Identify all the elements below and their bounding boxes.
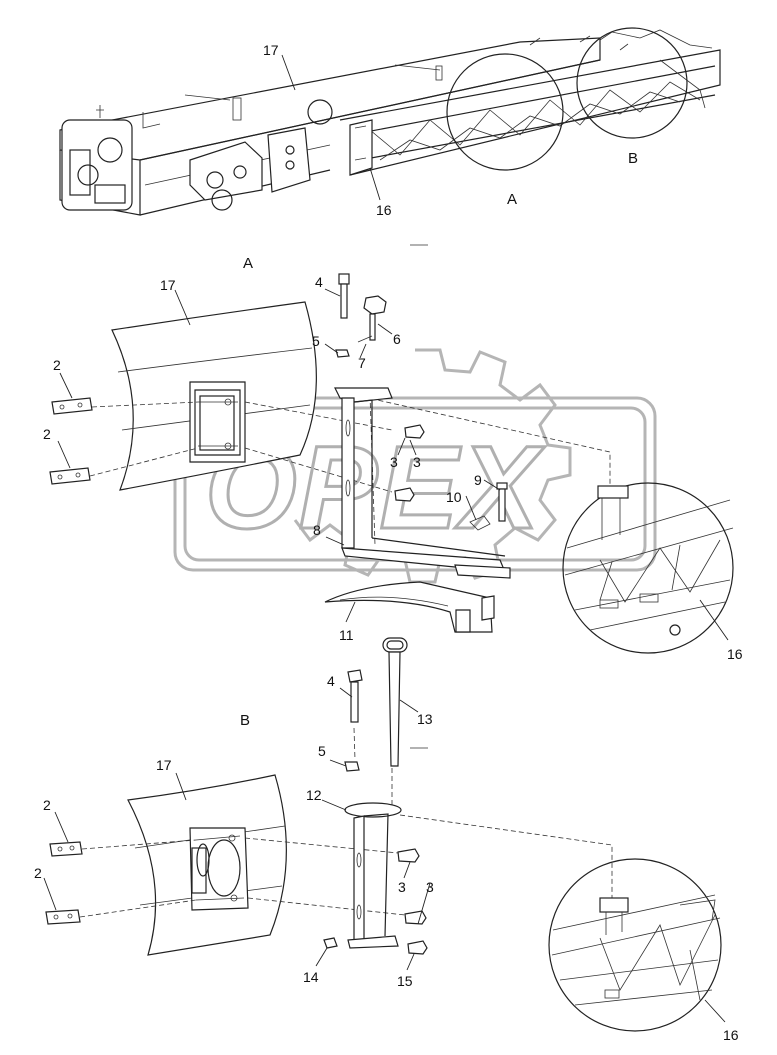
detail-circle-b: [576, 27, 688, 139]
callout-b-3-right: 3: [426, 879, 434, 895]
callout-17-overview: 17: [263, 42, 279, 58]
detail-b-callouts: 4 13 17 5 12 2 2 3 3 14 15 16: [34, 673, 739, 1043]
callout-a-3-left: 3: [390, 454, 398, 470]
callout-a-7: 7: [358, 355, 366, 371]
detail-a-inset-circle: [562, 482, 734, 654]
callout-a-10: 10: [446, 489, 462, 505]
callout-b-5: 5: [318, 743, 326, 759]
view-label-b-overview: B: [628, 150, 638, 167]
detail-circle-a: [446, 53, 564, 171]
callout-b-2-lower: 2: [34, 865, 42, 881]
callout-a-6: 6: [393, 331, 401, 347]
callout-b-3-left: 3: [398, 879, 406, 895]
detail-b-inset-circle: [548, 858, 722, 1032]
detail-b-drawing: [43, 637, 726, 1032]
callout-a-17: 17: [160, 277, 176, 293]
callout-a-11: 11: [339, 627, 354, 643]
callout-a-9: 9: [474, 472, 482, 488]
callout-16-overview: 16: [376, 202, 392, 218]
detail-b-title: B: [240, 712, 250, 729]
detail-a-title: A: [243, 255, 253, 272]
callout-a-4: 4: [315, 274, 323, 290]
detail-a-inset-lattice: [564, 485, 734, 636]
detail-a-drawing: [49, 273, 734, 654]
callout-a-5: 5: [312, 333, 320, 349]
callout-b-17: 17: [156, 757, 172, 773]
callout-b-2-upper: 2: [43, 797, 51, 813]
callout-b-12: 12: [306, 787, 322, 803]
callout-b-4: 4: [327, 673, 335, 689]
overview-callouts: 17 16 A B: [263, 42, 638, 218]
detail-a-callouts: 17 4 6 5 7 2 2 3 3 9 10 8 11 16: [43, 274, 743, 662]
view-label-a-overview: A: [507, 191, 517, 208]
callout-b-14: 14: [303, 969, 319, 985]
callout-b-16: 16: [723, 1027, 739, 1043]
callout-a-2-upper: 2: [53, 357, 61, 373]
detail-b-inset-lattice: [551, 894, 721, 1006]
boom-overview: [59, 27, 721, 216]
callout-b-13: 13: [417, 711, 433, 727]
callout-a-16: 16: [727, 646, 743, 662]
callout-b-15: 15: [397, 973, 413, 989]
callout-a-8: 8: [313, 522, 321, 538]
callout-a-2-lower: 2: [43, 426, 51, 442]
callout-a-3-right: 3: [413, 454, 421, 470]
